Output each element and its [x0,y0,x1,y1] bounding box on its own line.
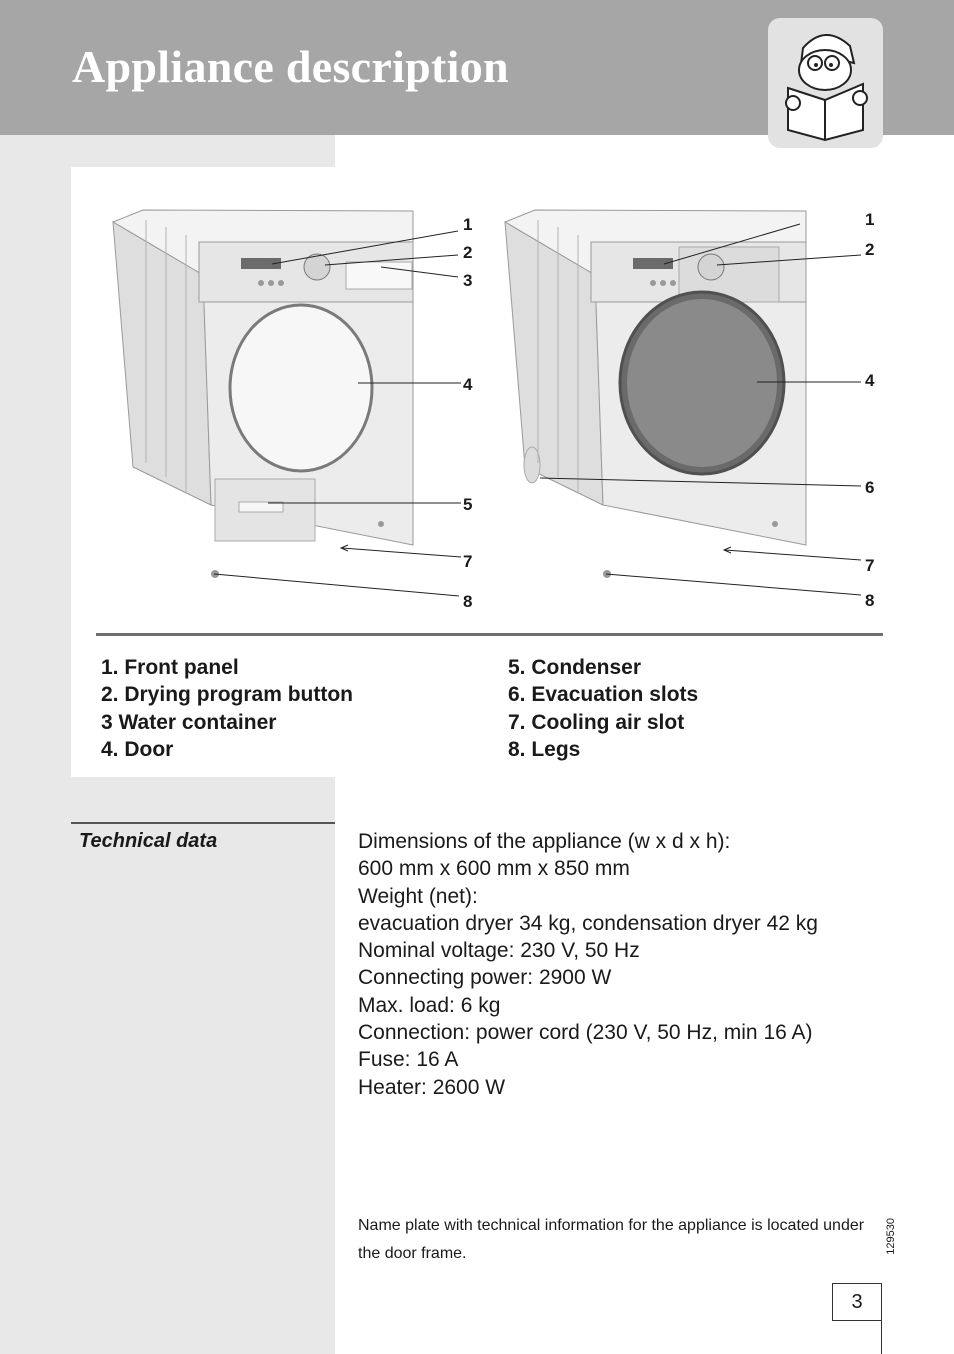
condensation-dryer-illustration: 1 2 4 6 7 8 [503,209,875,610]
page-number: 3 [832,1283,882,1321]
reading-cartoon-icon [768,18,883,148]
callout-label: 1 [463,215,472,234]
technical-line: Max. load: 6 kg [358,993,501,1017]
callout-label: 6 [865,478,874,497]
callout-label: 8 [463,592,472,611]
technical-line: Connecting power: 2900 W [358,966,612,990]
callout-label: 7 [865,556,874,575]
legend-item: 7. Cooling air slot [508,710,685,734]
parts-legend-left: 1. Front panel 2. Drying program button … [101,654,353,763]
technical-line: 600 mm x 600 mm x 850 mm [358,857,630,881]
page-title: Appliance description [72,41,509,92]
page-header: Appliance description [0,0,954,148]
callout-label: 7 [463,552,472,571]
callout-label: 3 [463,271,472,290]
technical-data-list: Dimensions of the appliance (w x d x h):… [358,828,818,1101]
appliance-figure: 1 2 3 4 5 7 8 [71,167,883,777]
legend-item: 3 Water container [101,710,277,734]
callout-label: 2 [865,240,874,259]
technical-line: Dimensions of the appliance (w x d x h): [358,830,731,853]
technical-line: Heater: 2600 W [358,1075,506,1099]
legend-item: 8. Legs [508,737,581,761]
page-number-rule [881,1320,882,1354]
evacuation-dryer-illustration: 1 2 3 4 5 7 8 [111,209,473,611]
callout-label: 5 [463,495,472,514]
document-number: 129530 [885,1218,897,1255]
technical-line: Connection: power cord (230 V, 50 Hz, mi… [358,1021,813,1045]
legend-item: 4. Door [101,737,174,761]
parts-legend-right: 5. Condenser 6. Evacuation slots 7. Cool… [508,654,698,763]
callout-label: 2 [463,243,472,262]
callout-label: 1 [865,210,874,229]
callout-label: 4 [463,375,473,394]
legend-item: 2. Drying program button [101,683,353,707]
callout-label: 4 [865,371,875,390]
technical-line: Weight (net): [358,884,478,908]
technical-section-rule [71,822,335,824]
technical-line: evacuation dryer 34 kg, condensation dry… [358,911,818,935]
callout-label: 8 [865,591,874,610]
name-plate-note: Name plate with technical information fo… [358,1217,865,1262]
technical-line: Fuse: 16 A [358,1048,459,1072]
technical-line: Nominal voltage: 230 V, 50 Hz [358,939,640,963]
legend-item: 5. Condenser [508,656,642,679]
technical-data-heading: Technical data [79,830,218,852]
legend-item: 6. Evacuation slots [508,683,699,707]
legend-item: 1. Front panel [101,656,239,679]
legend-divider [96,633,883,636]
